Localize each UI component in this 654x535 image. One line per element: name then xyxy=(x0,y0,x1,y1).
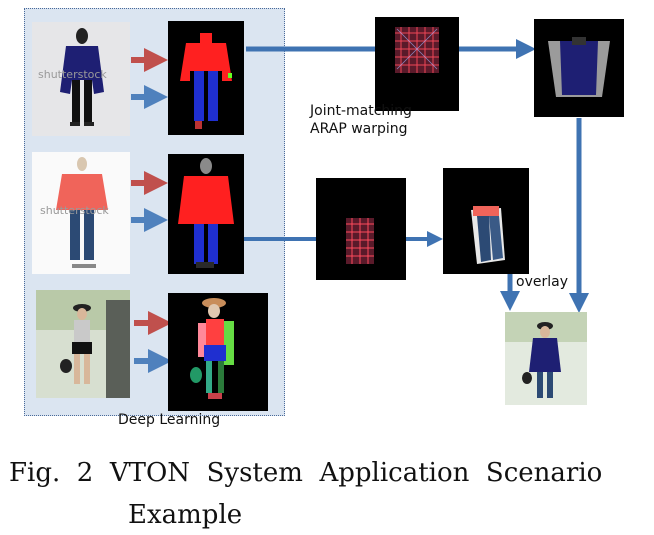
segmentation-3 xyxy=(168,293,268,411)
label-arap-warping: ARAP warping xyxy=(310,121,408,137)
warped-pants xyxy=(443,168,529,274)
watermark: shutterstock xyxy=(38,68,107,81)
segmentation-1 xyxy=(168,21,244,135)
segmentation-2 xyxy=(168,154,244,274)
input-photo-cardigan: shutterstock xyxy=(32,152,130,274)
watermark: shutterstock xyxy=(40,204,109,217)
figure-caption-line2: Example xyxy=(128,500,243,530)
label-joint-matching: Joint-matching xyxy=(310,103,412,119)
input-photo-street xyxy=(36,290,130,398)
warp-grid-coat xyxy=(375,17,459,111)
figure-caption-line1: Fig. 2 VTON System Application Scenario xyxy=(9,458,603,488)
input-photo-coat: shutterstock xyxy=(32,22,130,136)
label-overlay: overlay xyxy=(516,274,568,290)
label-deep-learning: Deep Learning xyxy=(118,412,221,428)
warped-coat xyxy=(534,19,624,117)
output-photo xyxy=(505,312,587,405)
warp-grid-pants xyxy=(316,178,406,280)
